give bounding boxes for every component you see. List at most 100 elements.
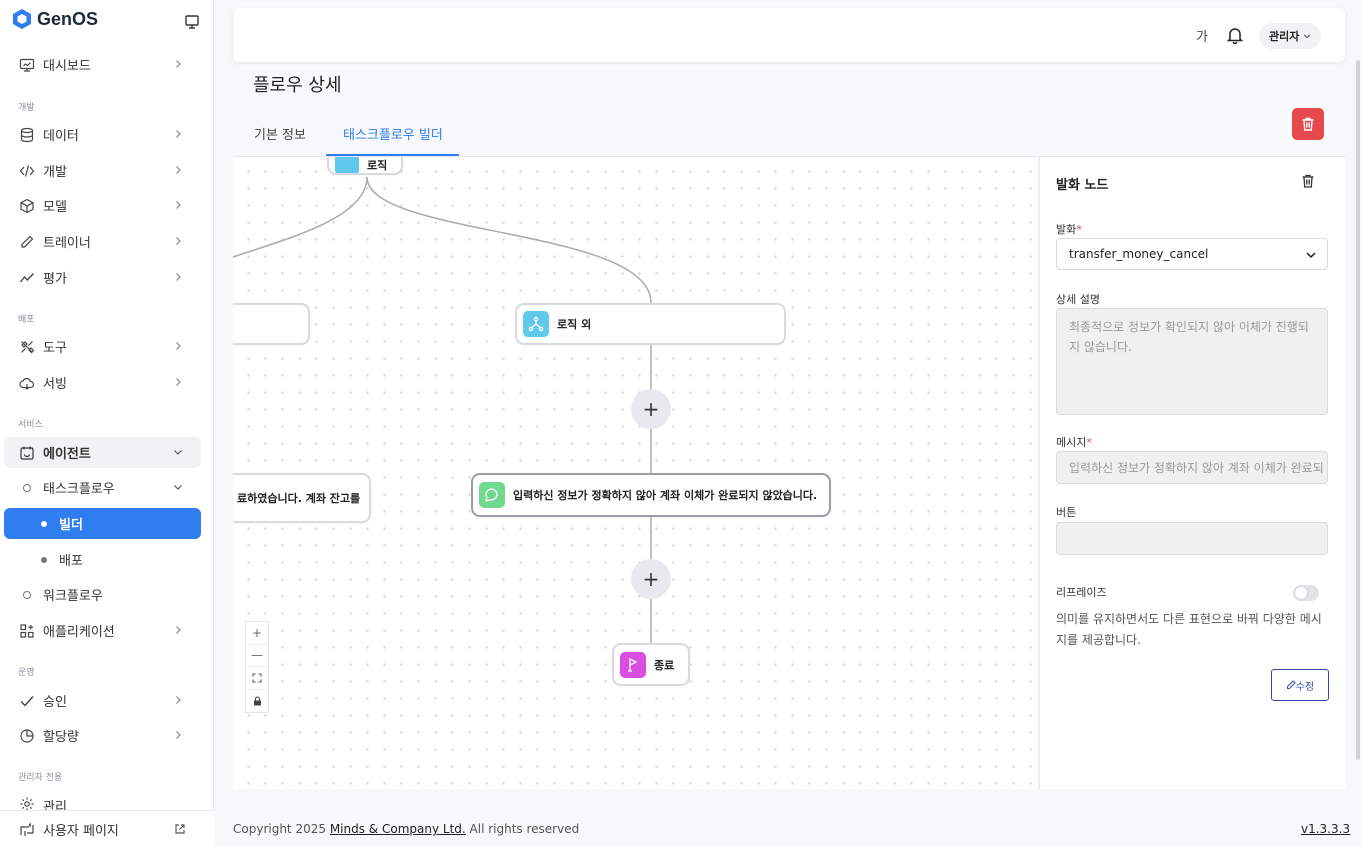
section-label-deploy: 배포 xyxy=(18,315,35,325)
cube-icon xyxy=(19,198,35,214)
utterance-label-text: 발화 xyxy=(1056,223,1077,236)
external-link-icon xyxy=(175,824,185,834)
pencil-icon xyxy=(1286,680,1296,689)
sidebar-item-agent[interactable]: 에이전트 xyxy=(4,437,201,468)
sidebar-item-label: 평가 xyxy=(43,272,67,287)
zoom-out-button[interactable]: — xyxy=(246,645,268,667)
rephrase-toggle[interactable] xyxy=(1293,585,1319,601)
chevron-right-icon xyxy=(176,696,181,704)
admin-label: 관리자 xyxy=(1269,30,1300,43)
edge xyxy=(366,176,652,304)
sidebar-collapse-icon[interactable] xyxy=(184,14,200,30)
flow-node-speech[interactable]: 입력하신 정보가 정확하지 않아 계좌 이체가 완료되지 않았습니다. xyxy=(471,473,831,517)
sidebar-item-label: 배포 xyxy=(59,554,83,569)
sidebar-item-builder[interactable]: 빌더 xyxy=(4,508,201,539)
delete-flow-button[interactable] xyxy=(1292,108,1324,140)
flow-node-left-speech[interactable]: 료하였습니다. 계좌 잔고를 xyxy=(233,473,371,523)
footer: Copyright 2025 Minds & Company Ltd. All … xyxy=(233,822,579,836)
zoom-in-button[interactable]: + xyxy=(246,622,268,645)
sidebar-item-manage[interactable]: 관리 xyxy=(4,790,201,810)
sidebar-item-label: 워크플로우 xyxy=(43,589,103,604)
message-input[interactable]: 입력하신 정보가 정확하지 않아 계좌 이체가 완료되 xyxy=(1056,451,1328,484)
description-textarea[interactable]: 최종적으로 정보가 확인되지 않아 이체가 진행되지 않습니다. xyxy=(1056,308,1328,415)
sidebar-item-serving[interactable]: 서빙 xyxy=(4,367,201,398)
lock-button[interactable] xyxy=(246,690,268,713)
button-input[interactable] xyxy=(1056,522,1328,555)
edge xyxy=(233,176,368,258)
top-header: 가 관리자 xyxy=(233,8,1345,62)
company-link[interactable]: Minds & Company Ltd. xyxy=(329,822,466,836)
edit-button[interactable]: 수정 xyxy=(1271,669,1329,701)
chevron-right-icon xyxy=(176,201,181,209)
sidebar-item-eval[interactable]: 평가 xyxy=(4,262,201,293)
add-node-button[interactable]: + xyxy=(631,559,671,599)
page-scrollbar[interactable] xyxy=(1356,60,1360,760)
node-flag-icon xyxy=(620,651,646,678)
sidebar-item-taskflow[interactable]: 태스크플로우 xyxy=(4,472,201,503)
active-tab-indicator xyxy=(326,154,459,156)
lock-icon xyxy=(253,696,261,706)
node-label: 로직 외 xyxy=(557,318,592,331)
genos-logo-icon xyxy=(13,9,31,29)
rephrase-label: 리프레이즈 xyxy=(1056,586,1107,599)
database-icon xyxy=(19,127,35,143)
sidebar-item-label: 도구 xyxy=(43,341,67,356)
rights-text: All rights reserved xyxy=(469,822,580,836)
flow-canvas[interactable]: 로직 로직 외 + 료하였습니다. 계좌 잔고를 입력하신 정보가 정확하지 않… xyxy=(233,157,1037,789)
sidebar-item-trainer[interactable]: 트레이너 xyxy=(4,226,201,257)
required-mark: * xyxy=(1086,436,1092,449)
sidebar-item-model[interactable]: 모델 xyxy=(4,190,201,221)
sidebar-item-quota[interactable]: 할당량 xyxy=(4,720,201,751)
user-switch-icon xyxy=(19,822,35,838)
section-label-admin: 관리자 전용 xyxy=(18,773,63,783)
chevron-right-icon xyxy=(176,273,181,281)
node-branch-icon xyxy=(523,311,549,337)
flow-node-end[interactable]: 종료 xyxy=(612,643,690,686)
trash-icon[interactable] xyxy=(1300,173,1316,189)
sidebar-item-label: 서빙 xyxy=(43,377,67,392)
sidebar-item-label: 트레이너 xyxy=(43,236,91,251)
sidebar-item-label: 승인 xyxy=(43,695,67,710)
admin-menu-button[interactable]: 관리자 xyxy=(1259,23,1322,49)
sidebar-item-label: 사용자 페이지 xyxy=(43,824,119,839)
node-properties-panel: 발화 노드 발화 * transfer_money_cancel 상세 설명 최종… xyxy=(1039,157,1345,789)
sidebar-item-label: 데이터 xyxy=(43,129,79,144)
flow-node-logic-top[interactable]: 로직 xyxy=(327,157,403,175)
edit-button-label: 수정 xyxy=(1295,681,1315,693)
utterance-select[interactable]: transfer_money_cancel xyxy=(1056,238,1328,270)
panel-title: 발화 노드 xyxy=(1056,178,1109,193)
tab-basic-info[interactable]: 기본 정보 xyxy=(254,128,306,143)
sidebar-item-label: 모델 xyxy=(43,200,67,215)
sidebar-item-dashboard[interactable]: 대시보드 xyxy=(4,49,201,80)
chevron-right-icon xyxy=(176,60,181,68)
calendar-agent-icon xyxy=(19,445,35,461)
sidebar-item-user-page[interactable]: 사용자 페이지 xyxy=(4,814,201,845)
chevron-down-icon xyxy=(1304,34,1311,39)
button-label: 버튼 xyxy=(1056,506,1077,519)
bell-icon[interactable] xyxy=(1226,26,1244,44)
sidebar-item-workflow[interactable]: 워크플로우 xyxy=(4,579,201,610)
sidebar-item-deploy[interactable]: 배포 xyxy=(4,544,201,575)
node-logic-icon xyxy=(335,157,359,173)
pie-chart-icon xyxy=(19,728,35,744)
cloud-icon xyxy=(19,375,35,391)
sidebar-item-tools[interactable]: 도구 xyxy=(4,331,201,362)
gear-icon xyxy=(19,796,35,810)
trash-icon xyxy=(1302,117,1314,131)
language-button[interactable]: 가 xyxy=(1196,30,1208,45)
sidebar-item-application[interactable]: 애플리케이션 xyxy=(4,615,201,646)
logo[interactable]: GenOS xyxy=(12,8,98,30)
fit-view-button[interactable] xyxy=(246,667,268,690)
version-link[interactable]: v1.3.3.3 xyxy=(1301,822,1351,836)
flow-node-logic-else[interactable]: 로직 외 xyxy=(515,303,786,345)
tab-taskflow-builder[interactable]: 태스크플로우 빌더 xyxy=(343,128,443,143)
sidebar-item-label: 빌더 xyxy=(59,518,83,533)
description-label: 상세 설명 xyxy=(1056,293,1100,306)
chevron-down-icon xyxy=(1306,252,1316,259)
sidebar-item-dev[interactable]: 개발 xyxy=(4,155,201,186)
add-node-button[interactable]: + xyxy=(631,389,671,429)
sidebar-item-approval[interactable]: 승인 xyxy=(4,685,201,716)
sidebar-item-data[interactable]: 데이터 xyxy=(4,119,201,150)
flow-node-left-partial[interactable] xyxy=(233,303,310,345)
apps-icon xyxy=(19,623,35,639)
